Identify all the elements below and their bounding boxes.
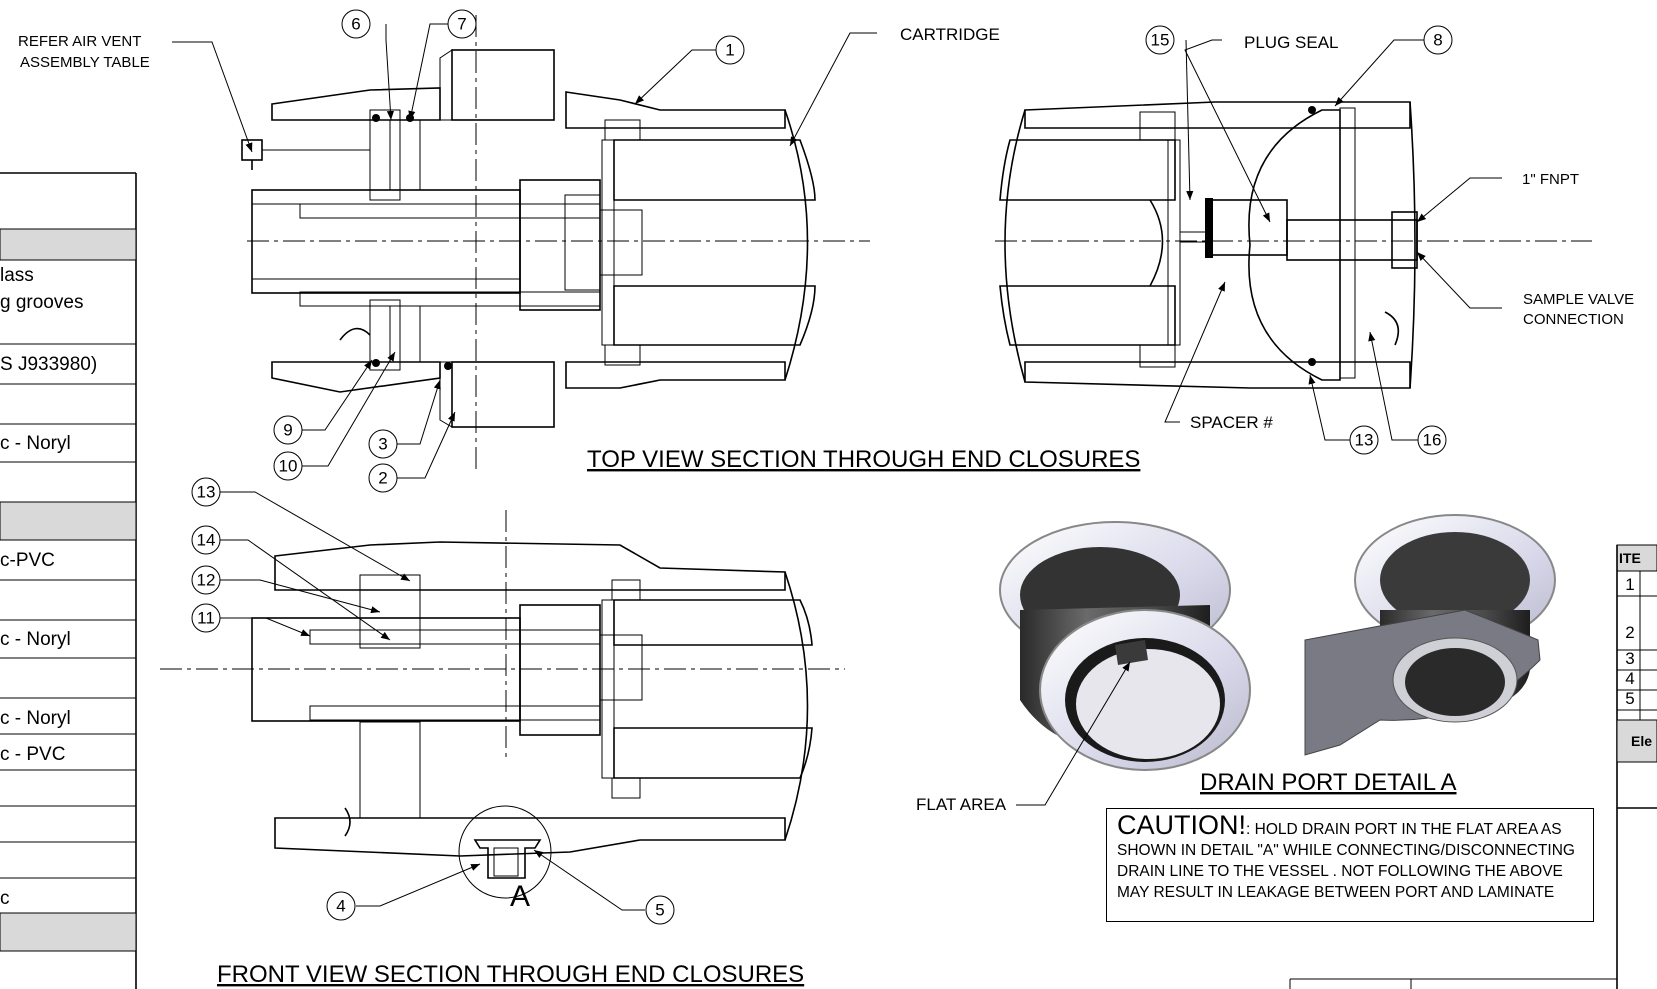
balloon-label: 12 (197, 571, 216, 590)
balloon-11 (191, 603, 221, 633)
balloon-label: 1 (725, 41, 734, 60)
right-table-footer: Ele (1631, 733, 1652, 749)
air-vent-label: REFER AIR VENT (18, 33, 141, 50)
drain-port-render-right (1304, 514, 1556, 756)
right-table-item: 3 (1625, 649, 1634, 668)
fnpt-label: 1" FNPT (1522, 171, 1579, 188)
top-view-title: TOP VIEW SECTION THROUGH END CLOSURES (587, 446, 1140, 473)
left-parts-table: lass g grooves S J933980) c - Noryl c-PV… (0, 172, 137, 989)
balloon-12 (191, 565, 221, 595)
sample-valve-label: CONNECTION (1523, 311, 1624, 328)
balloon-2 (368, 463, 398, 493)
left-table-cell: c-PVC (0, 550, 55, 571)
drain-detail-title: DRAIN PORT DETAIL A (1200, 769, 1457, 796)
right-table-item: 4 (1625, 669, 1634, 688)
left-table-cell: c - Noryl (0, 708, 71, 729)
balloon-10 (273, 451, 303, 481)
top-view-left-section (241, 15, 870, 470)
balloon-9 (273, 415, 303, 445)
balloon-label: 2 (378, 469, 387, 488)
balloon-label: 15 (1151, 31, 1170, 50)
balloon-label: 6 (351, 15, 360, 34)
left-table-cell: S J933980) (0, 354, 97, 375)
balloon-7 (447, 9, 477, 39)
balloon-label: 10 (279, 457, 298, 476)
balloon-6 (341, 9, 371, 39)
caution-body: : HOLD DRAIN PORT IN THE FLAT AREA AS SH… (1117, 821, 1575, 901)
balloon-16 (1417, 425, 1447, 455)
right-parts-table: ITE 1 2 3 4 5 Ele (1616, 544, 1657, 989)
left-table-cell: c - PVC (0, 744, 65, 765)
balloon-5 (645, 895, 675, 925)
balloon-label: 3 (378, 435, 387, 454)
front-view-section (160, 510, 845, 899)
caution-heading: CAUTION! (1117, 810, 1247, 840)
spacer-label: SPACER # (1190, 413, 1273, 432)
balloon-15 (1145, 25, 1175, 55)
balloon-13-top (1349, 425, 1379, 455)
balloon-4 (326, 891, 356, 921)
left-table-cell: c - Noryl (0, 629, 71, 650)
balloon-8 (1423, 25, 1453, 55)
balloon-label: 7 (457, 15, 466, 34)
right-table-item: 1 (1625, 575, 1634, 594)
leader-lines (172, 23, 1502, 911)
balloon-13-front (191, 477, 221, 507)
detail-a-label: A (510, 880, 530, 913)
balloon-label: 5 (655, 901, 664, 920)
balloon-1 (715, 35, 745, 65)
balloon-label: 8 (1433, 31, 1442, 50)
balloon-label: 13 (197, 483, 216, 502)
sample-valve-label: SAMPLE VALVE (1523, 291, 1634, 308)
balloon-label: 14 (197, 531, 216, 550)
left-table-cell: c (0, 888, 10, 909)
balloon-14 (191, 525, 221, 555)
plug-seal-label: PLUG SEAL (1244, 33, 1339, 52)
callout-labels: REFER AIR VENT ASSEMBLY TABLE CARTRIDGE … (18, 25, 1634, 913)
top-view-right-section (995, 101, 1592, 389)
balloon-label: 13 (1355, 431, 1374, 450)
air-vent-label: ASSEMBLY TABLE (20, 54, 150, 71)
cartridge-label: CARTRIDGE (900, 25, 1000, 44)
view-titles: TOP VIEW SECTION THROUGH END CLOSURES FR… (217, 446, 1457, 988)
item-balloons: 1 2 3 4 5 6 7 8 9 10 11 12 13 13 14 15 1… (191, 9, 1453, 925)
right-table-item: 2 (1625, 623, 1634, 642)
left-table-cell: lass (0, 265, 34, 286)
balloon-3 (368, 429, 398, 459)
balloon-label: 4 (336, 897, 345, 916)
balloon-label: 11 (197, 609, 215, 628)
drain-port-render-left (999, 521, 1251, 771)
flat-area-label: FLAT AREA (916, 795, 1007, 814)
right-table-header: ITE (1619, 550, 1641, 566)
title-block-corner (1289, 978, 1617, 989)
left-table-cell: c - Noryl (0, 433, 71, 454)
front-view-title: FRONT VIEW SECTION THROUGH END CLOSURES (217, 961, 804, 988)
balloon-label: 9 (283, 421, 292, 440)
balloon-label: 16 (1423, 431, 1442, 450)
left-table-cell: g grooves (0, 292, 83, 313)
caution-note: CAUTION!: HOLD DRAIN PORT IN THE FLAT AR… (1106, 808, 1594, 922)
right-table-item: 5 (1625, 689, 1634, 708)
